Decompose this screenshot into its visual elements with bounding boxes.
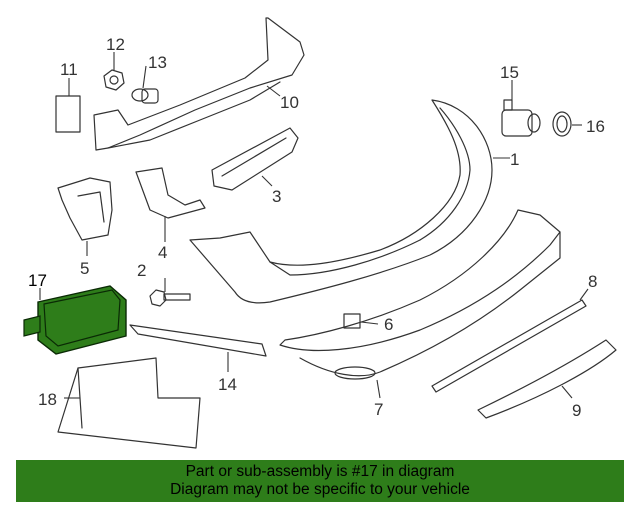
callout-8: 8: [588, 272, 597, 291]
part-10-bracket[interactable]: [93, 17, 305, 151]
callout-14: 14: [218, 375, 237, 394]
part-4-bracket[interactable]: [135, 167, 206, 219]
callout-5: 5: [80, 259, 89, 278]
callout-12: 12: [106, 35, 125, 54]
banner-line-1: Part or sub-assembly is #17 in diagram: [185, 463, 455, 480]
callout-3: 3: [272, 187, 281, 206]
part-2-bolt[interactable]: [149, 289, 191, 307]
callout-15: 15: [500, 63, 519, 82]
callout-9: 9: [572, 401, 581, 420]
part-13-clip[interactable]: [131, 88, 159, 104]
part-17-module[interactable]: [23, 285, 127, 355]
callout-10: 10: [280, 93, 299, 112]
callout-11: 11: [60, 60, 78, 79]
part-15-sensor[interactable]: [501, 99, 541, 137]
part-8-trim-strip[interactable]: [431, 299, 587, 393]
part-5-bracket[interactable]: [57, 177, 113, 241]
callout-4: 4: [158, 243, 167, 262]
parts-diagram: 1 2 3 4 5 6 7 8 9 10 11 12 13 14 15 16 1…: [23, 17, 617, 449]
part-12-nut[interactable]: [103, 69, 125, 91]
part-9-trim-strip[interactable]: [477, 339, 617, 419]
callout-13: 13: [148, 53, 167, 72]
part-6-clip[interactable]: [343, 313, 361, 329]
callout-16: 16: [586, 117, 605, 136]
info-banner: Part or sub-assembly is #17 in diagram D…: [16, 460, 624, 502]
part-18-shield[interactable]: [57, 357, 201, 449]
callout-1: 1: [510, 150, 519, 169]
part-11-plate[interactable]: [55, 95, 81, 133]
callout-18: 18: [38, 390, 57, 409]
part-3-bracket[interactable]: [211, 127, 299, 191]
leader-lines: [39, 52, 589, 399]
part-14-strip[interactable]: [129, 324, 267, 357]
banner-line-2: Diagram may not be specific to your vehi…: [170, 481, 470, 498]
callout-7: 7: [374, 400, 383, 419]
callout-17: 17: [28, 271, 47, 290]
callout-6: 6: [384, 315, 393, 334]
callout-2: 2: [137, 261, 146, 280]
part-7-lower-valance[interactable]: [279, 209, 561, 380]
part-1-bumper-cover[interactable]: [189, 99, 493, 304]
part-16-ring[interactable]: [552, 111, 572, 137]
